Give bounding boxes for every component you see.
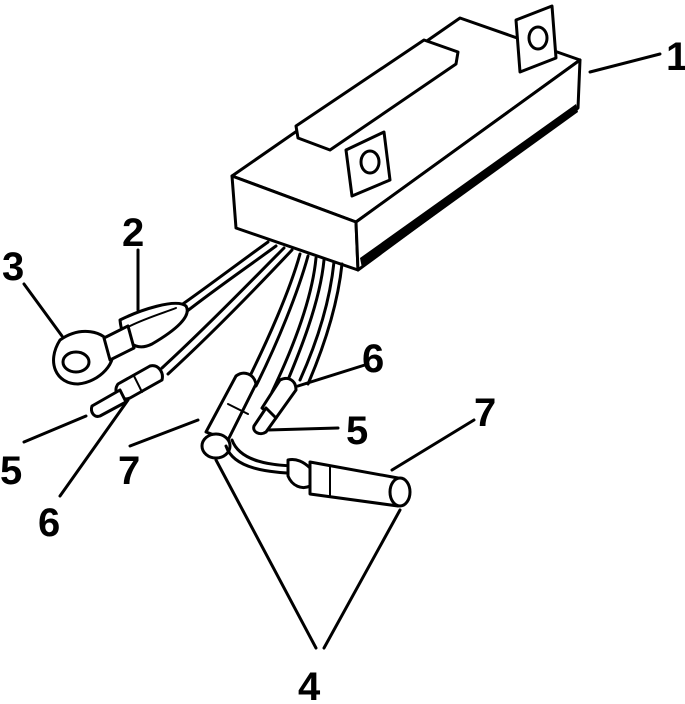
bullet-connector-middle: [252, 376, 298, 436]
ring-terminal: [52, 301, 189, 386]
female-connector-right: [286, 458, 412, 508]
wire-bundle: [160, 240, 344, 396]
mounting-tab-front: [344, 130, 392, 198]
callout-5-right: 5: [346, 409, 368, 453]
callout-5-left: 5: [0, 449, 22, 493]
callout-6-left: 6: [38, 501, 60, 545]
callout-7-right: 7: [474, 391, 496, 435]
leader-lines: [22, 52, 662, 650]
callout-3: 3: [2, 245, 24, 289]
callout-2: 2: [122, 211, 144, 255]
module-housing: [230, 16, 582, 272]
callout-1: 1: [666, 35, 685, 79]
female-connector-left: [200, 371, 258, 460]
callout-7-left: 7: [118, 449, 140, 493]
callout-6-right: 6: [362, 337, 384, 381]
mounting-tab-rear: [514, 4, 558, 74]
callout-4: 4: [298, 665, 321, 704]
bullet-connector-left: [90, 364, 164, 418]
